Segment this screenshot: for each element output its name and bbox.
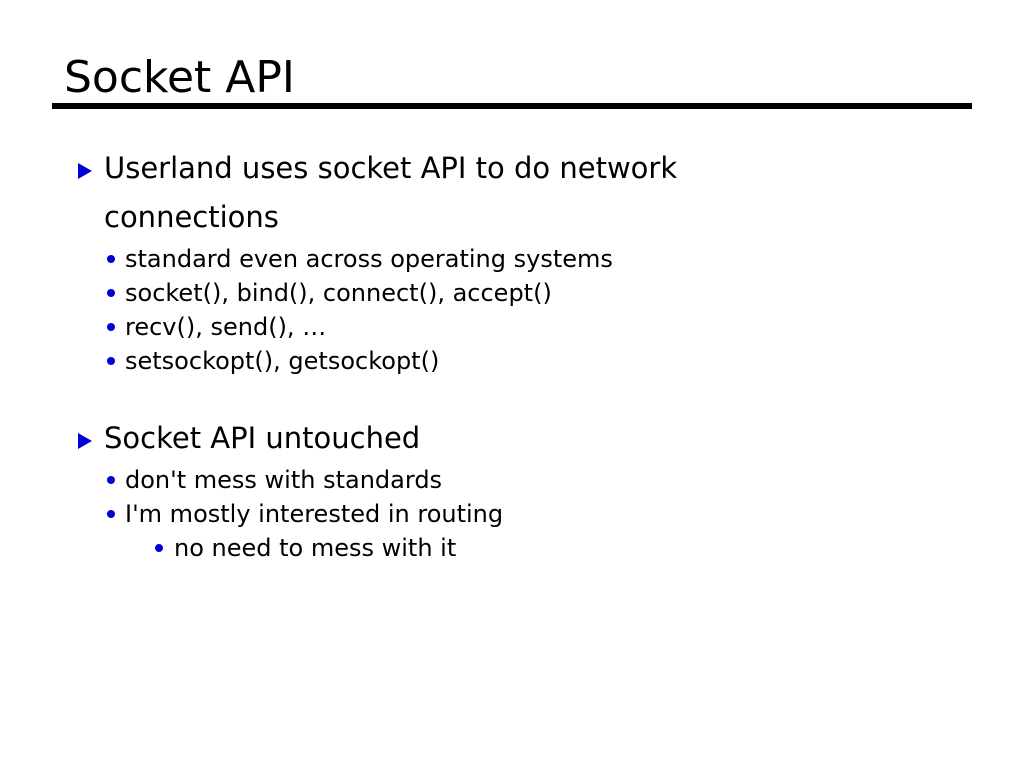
- bullet-level1-untouched: Socket API untouched: [0, 414, 1024, 463]
- disc-bullet-icon: [107, 255, 115, 263]
- bullet-level2-recv-send: recv(), send(), …: [0, 310, 1024, 344]
- bullet-level2-socket-calls: socket(), bind(), connect(), accept(): [0, 276, 1024, 310]
- bullet-level2-standard: standard even across operating systems: [0, 242, 1024, 276]
- bullet-level2-label: recv(), send(), …: [125, 313, 327, 341]
- bullet-level3-label: no need to mess with it: [174, 534, 457, 562]
- disc-bullet-icon: [107, 323, 115, 331]
- bullet-level3-no-need: no need to mess with it: [0, 531, 1024, 565]
- page-title: Socket API: [64, 52, 295, 103]
- bullet-level2-routing: I'm mostly interested in routing: [0, 497, 1024, 531]
- bullet-group-2: Socket API untouched don't mess with sta…: [0, 414, 1024, 565]
- disc-bullet-icon: [107, 510, 115, 518]
- bullet-level2-label: don't mess with standards: [125, 466, 443, 494]
- disc-bullet-icon: [155, 544, 163, 552]
- bullet-level2-label: setsockopt(), getsockopt(): [125, 347, 440, 375]
- triangle-bullet-icon: [78, 163, 92, 179]
- title-underline-rule: [52, 103, 972, 109]
- disc-bullet-icon: [107, 289, 115, 297]
- slide-content: Userland uses socket API to do network c…: [0, 144, 1024, 565]
- bullet-level2-label: standard even across operating systems: [125, 245, 613, 273]
- disc-bullet-icon: [107, 476, 115, 484]
- bullet-level1-label: Socket API untouched: [104, 421, 421, 455]
- disc-bullet-icon: [107, 357, 115, 365]
- group-spacer: [0, 378, 1024, 414]
- bullet-group-1: Userland uses socket API to do network c…: [0, 144, 1024, 378]
- bullet-level2-standards: don't mess with standards: [0, 463, 1024, 497]
- triangle-bullet-icon: [78, 433, 92, 449]
- bullet-level1-label: Userland uses socket API to do network c…: [104, 151, 678, 234]
- bullet-level2-sockopt: setsockopt(), getsockopt(): [0, 344, 1024, 378]
- bullet-level2-label: I'm mostly interested in routing: [125, 500, 504, 528]
- bullet-level1-userland: Userland uses socket API to do network c…: [0, 144, 1024, 242]
- bullet-level2-label: socket(), bind(), connect(), accept(): [125, 279, 552, 307]
